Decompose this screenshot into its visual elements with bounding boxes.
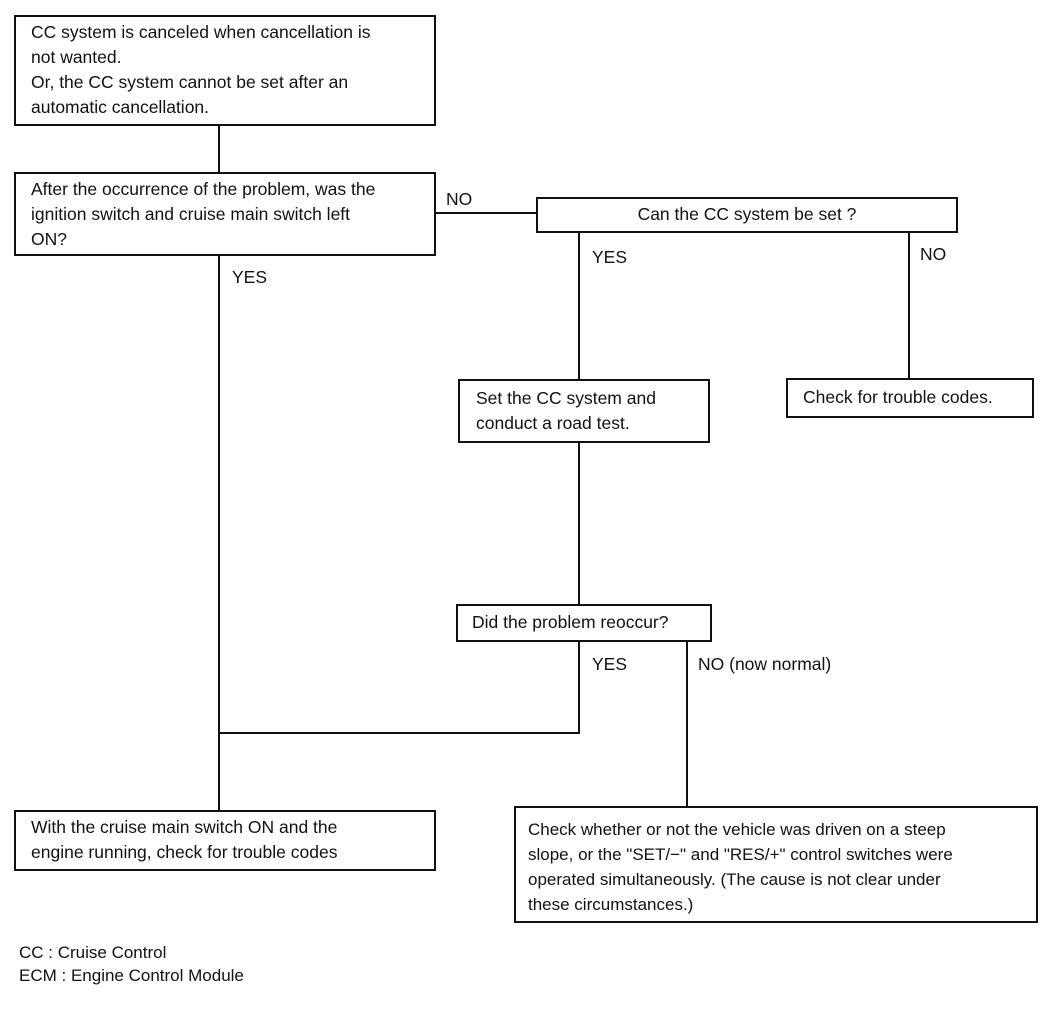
start-box-line: CC system is canceled when cancellation … (31, 22, 371, 42)
label-q2-no: NO (920, 244, 947, 264)
start-box-line: not wanted. (31, 47, 122, 67)
start-box-line: automatic cancellation. (31, 97, 210, 117)
connector-q3-no-down (686, 640, 688, 807)
action-check-with-engine-running: With the cruise main switch ON and the e… (14, 810, 436, 871)
legend: CC : Cruise Control ECM : Engine Control… (19, 941, 244, 987)
connector-q3-yes-down (578, 640, 580, 734)
question-line: ON? (31, 229, 67, 249)
connector-q3-yes-left (218, 732, 580, 734)
connector-q2-yes-down (578, 231, 580, 381)
start-box-line: Or, the CC system cannot be set after an (31, 72, 349, 92)
action-line: With the cruise main switch ON and the (31, 817, 338, 837)
question-line: ignition switch and cruise main switch l… (31, 204, 351, 224)
action-line: Set the CC system and (476, 388, 656, 408)
question-can-cc-be-set: Can the CC system be set ? (536, 197, 958, 233)
action-line: Check whether or not the vehicle was dri… (528, 820, 946, 839)
question-line: Did the problem reoccur? (472, 612, 669, 632)
connector-q1-yes-down (218, 255, 220, 812)
label-q1-yes: YES (232, 267, 268, 287)
action-line: conduct a road test. (476, 413, 630, 433)
action-set-and-road-test: Set the CC system and conduct a road tes… (458, 379, 710, 443)
question-problem-reoccur: Did the problem reoccur? (456, 604, 712, 642)
connector-start-to-q1 (218, 124, 220, 173)
connector-q1-no-right (436, 212, 538, 214)
action-line: these circumstances.) (528, 895, 694, 914)
legend-line: ECM : Engine Control Module (19, 966, 244, 985)
connector-roadtest-to-q3 (578, 441, 580, 605)
legend-line: CC : Cruise Control (19, 943, 167, 962)
action-line: operated simultaneously. (The cause is n… (528, 870, 941, 889)
label-q2-yes: YES (592, 247, 628, 267)
question-switch-left-on: After the occurrence of the problem, was… (14, 172, 436, 256)
action-line: engine running, check for trouble codes (31, 842, 338, 862)
label-q3-no: NO (now normal) (698, 654, 832, 674)
label-q3-yes: YES (592, 654, 628, 674)
action-line: slope, or the "SET/−" and "RES/+" contro… (528, 845, 953, 864)
question-line: Can the CC system be set ? (637, 204, 857, 224)
connector-q2-no-down (908, 231, 910, 379)
action-line: Check for trouble codes. (803, 387, 993, 407)
question-line: After the occurrence of the problem, was… (31, 179, 376, 199)
label-q1-no: NO (446, 189, 473, 209)
action-check-trouble-codes: Check for trouble codes. (786, 378, 1034, 418)
start-box: CC system is canceled when cancellation … (14, 15, 436, 126)
action-check-slope-or-switches: Check whether or not the vehicle was dri… (514, 806, 1038, 923)
